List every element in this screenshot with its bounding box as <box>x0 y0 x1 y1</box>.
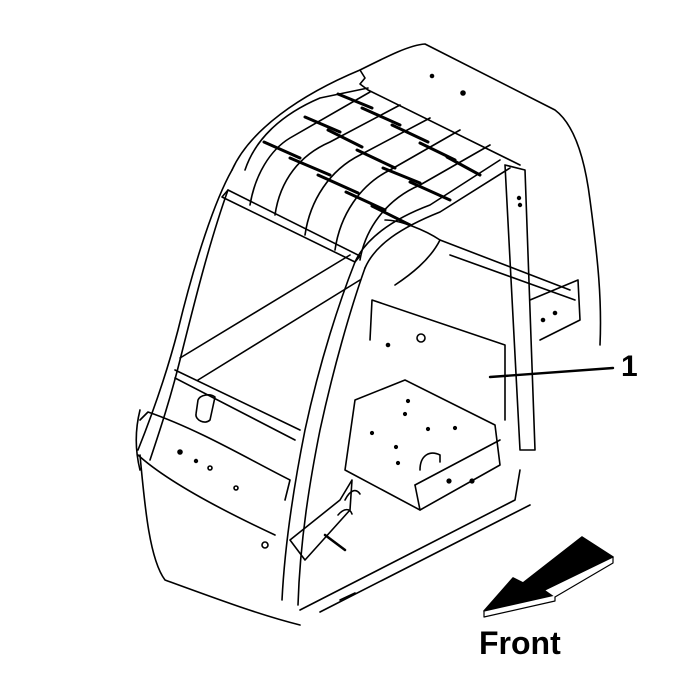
front-direction-arrow-icon <box>483 536 614 618</box>
roof-outline <box>231 43 602 346</box>
callout-number-1: 1 <box>621 350 638 383</box>
guard-rods <box>262 92 482 227</box>
front-cross-bar <box>221 189 361 263</box>
rear-panel <box>369 299 506 421</box>
front-dash-panel <box>139 411 291 501</box>
front-direction-label: Front <box>479 625 561 661</box>
seat-box <box>344 379 501 511</box>
floor <box>299 469 521 611</box>
door-hinge-plate <box>289 479 353 561</box>
rear-post <box>504 164 536 451</box>
callout-leader-line <box>488 366 615 379</box>
